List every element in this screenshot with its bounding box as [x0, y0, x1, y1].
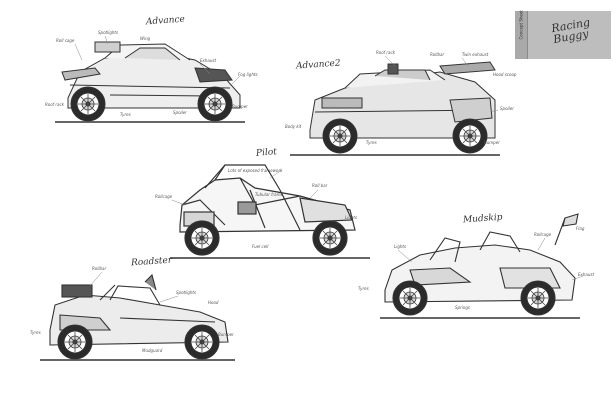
- note: Body kit: [285, 124, 302, 129]
- logo-side-label: Concept Sheet: [518, 10, 524, 40]
- note: Rollcage: [155, 194, 173, 199]
- vehicle-advance: [55, 41, 245, 123]
- vehicle-title-pilot: Pilot: [255, 147, 278, 159]
- logo-panel: [515, 11, 611, 59]
- note: Bumper: [484, 140, 500, 145]
- note: Twin exhaust: [462, 52, 489, 57]
- note: Hood: [208, 300, 219, 305]
- note: Bumper: [218, 332, 234, 337]
- note: Spoiler: [173, 110, 187, 115]
- note: Fog lights: [238, 72, 258, 77]
- note: Flag: [576, 226, 585, 231]
- note: Mudguard: [142, 348, 163, 353]
- note: Rollbar: [430, 52, 445, 57]
- vehicle-mudskip: [380, 213, 580, 319]
- note: Roof rack: [376, 50, 395, 55]
- note: Bumper: [232, 104, 248, 109]
- vehicle-advance2: [290, 61, 500, 156]
- vehicle-roadster: [40, 273, 235, 361]
- note: Roof rack: [45, 102, 64, 107]
- note: Wing: [140, 36, 151, 41]
- note: Tubular frame: [255, 192, 283, 197]
- note: Lots of exposed framework: [228, 168, 283, 173]
- note: Hood scoop: [493, 72, 517, 77]
- note: Exhaust: [200, 58, 217, 63]
- note: Spotlights: [176, 290, 197, 295]
- note: Exhaust: [578, 272, 595, 277]
- vehicle-pilot: [170, 164, 370, 259]
- note: Spotlights: [98, 30, 119, 35]
- note: Springs: [455, 305, 470, 310]
- note: Roll bar: [312, 183, 328, 188]
- logo-side-strip: Concept Sheet: [515, 10, 528, 59]
- annotation-leaders: [74, 35, 584, 303]
- note: Roll cage: [56, 38, 75, 43]
- note: Tyres: [366, 140, 377, 145]
- note: Tyres: [358, 286, 369, 291]
- note: Rollcage: [534, 232, 552, 237]
- note: Spoiler: [500, 106, 514, 111]
- note: Tyres: [120, 112, 131, 117]
- note: Lights: [394, 244, 407, 249]
- note: Fuel cell: [252, 244, 269, 249]
- note: Tyres: [30, 330, 41, 335]
- note: Rollbar: [92, 266, 107, 271]
- note: Lights: [345, 215, 358, 220]
